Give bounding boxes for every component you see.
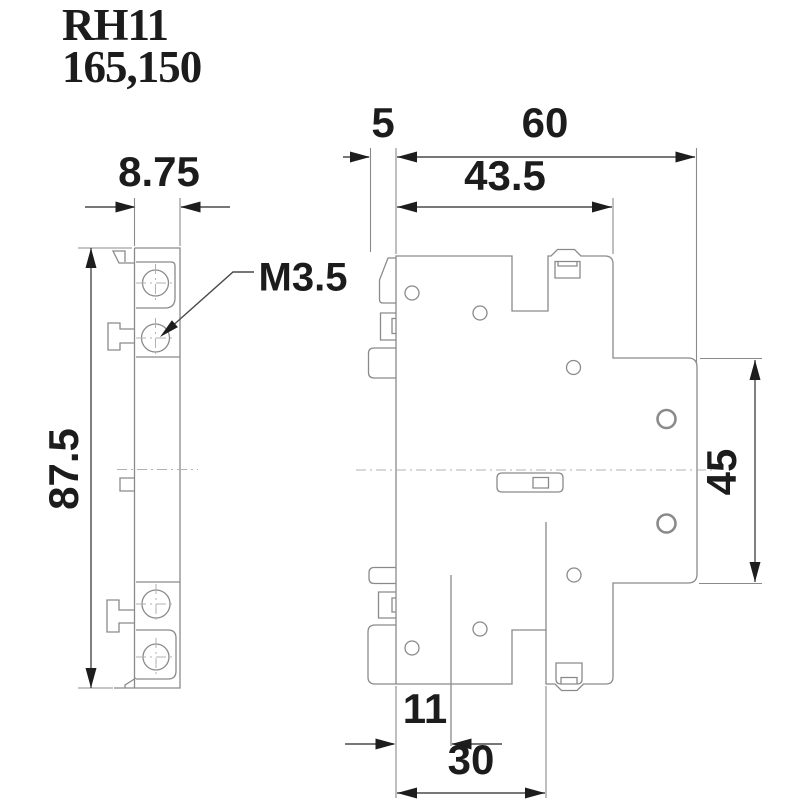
dimensions: [78, 148, 762, 799]
ext-5-60: [369, 148, 698, 364]
arrowhead: [397, 787, 417, 799]
ext-87-5: [78, 247, 132, 689]
mounting-hole-top: [656, 408, 677, 430]
pin-hole-3: [565, 359, 582, 376]
dim-label-width-side: 8.75: [118, 148, 200, 195]
arrowhead: [115, 201, 136, 213]
side-view: [106, 247, 198, 689]
arrowhead: [525, 787, 545, 799]
mounting-hole-bottom: [656, 513, 677, 534]
pin-hole-1: [404, 285, 420, 301]
arrowhead: [675, 151, 696, 163]
arrowhead: [85, 668, 97, 688]
model-number: RH11: [62, 0, 169, 50]
pin-hole-4: [566, 567, 582, 583]
arrowhead: [451, 738, 472, 750]
dim-label-bottom-width: 30: [447, 736, 495, 783]
drawing-title: RH11 165,150: [62, 0, 202, 92]
side-view-bottom-foot: [124, 677, 137, 688]
arrowhead: [397, 201, 417, 213]
mid-latch: [119, 477, 135, 492]
dim-label-width-upper: 43.5: [464, 152, 546, 199]
ext-45: [699, 357, 762, 585]
bottom-rounded-tab: [368, 566, 396, 585]
arrowhead: [749, 360, 761, 380]
front-view: [356, 248, 712, 746]
dim-label-bottom-offset: 11: [402, 685, 448, 732]
top-clip-window: [554, 260, 581, 279]
arrowhead: [85, 248, 97, 268]
pin-hole-2: [472, 305, 488, 321]
dim-label-din-offset: 5: [371, 99, 395, 146]
thread-label: M3.5: [258, 255, 348, 300]
side-view-body: [114, 247, 181, 689]
arrowhead: [749, 562, 761, 582]
screw-hole-crosshairs: [136, 264, 176, 677]
ext-8-75: [133, 198, 181, 246]
upper-terminal-block: [136, 261, 176, 309]
arrowhead: [350, 151, 370, 163]
dim-label-height-step: 45: [698, 448, 745, 496]
side-view-top-hook: [111, 250, 135, 264]
arrowhead: [397, 151, 417, 163]
pin-hole-6: [404, 640, 420, 656]
leader-m3-5: [164, 271, 254, 334]
front-view-outline: [395, 248, 698, 692]
lower-terminal-block: [136, 629, 177, 680]
arrowhead: [180, 201, 201, 213]
bottom-clip-window: [555, 662, 583, 685]
lower-clamp-tab: [106, 599, 135, 633]
dim-label-width-front: 60: [521, 99, 569, 146]
top-slant-tab: [378, 257, 396, 304]
top-rounded-tab: [367, 347, 396, 379]
arrowhead: [592, 201, 612, 213]
upper-clamp-tab: [107, 322, 135, 351]
center-slot: [496, 472, 564, 493]
arrowhead: [375, 738, 396, 750]
top-latch-tab: [379, 312, 396, 341]
arrowhead: [160, 320, 178, 337]
ext-bottom: [395, 686, 547, 798]
reference-number: 165,150: [62, 42, 202, 92]
pin-hole-5: [472, 621, 488, 637]
bottom-latch-tab: [377, 591, 396, 619]
dim-label-height-side: 87.5: [40, 428, 87, 510]
bottom-corner-tab: [367, 624, 396, 685]
